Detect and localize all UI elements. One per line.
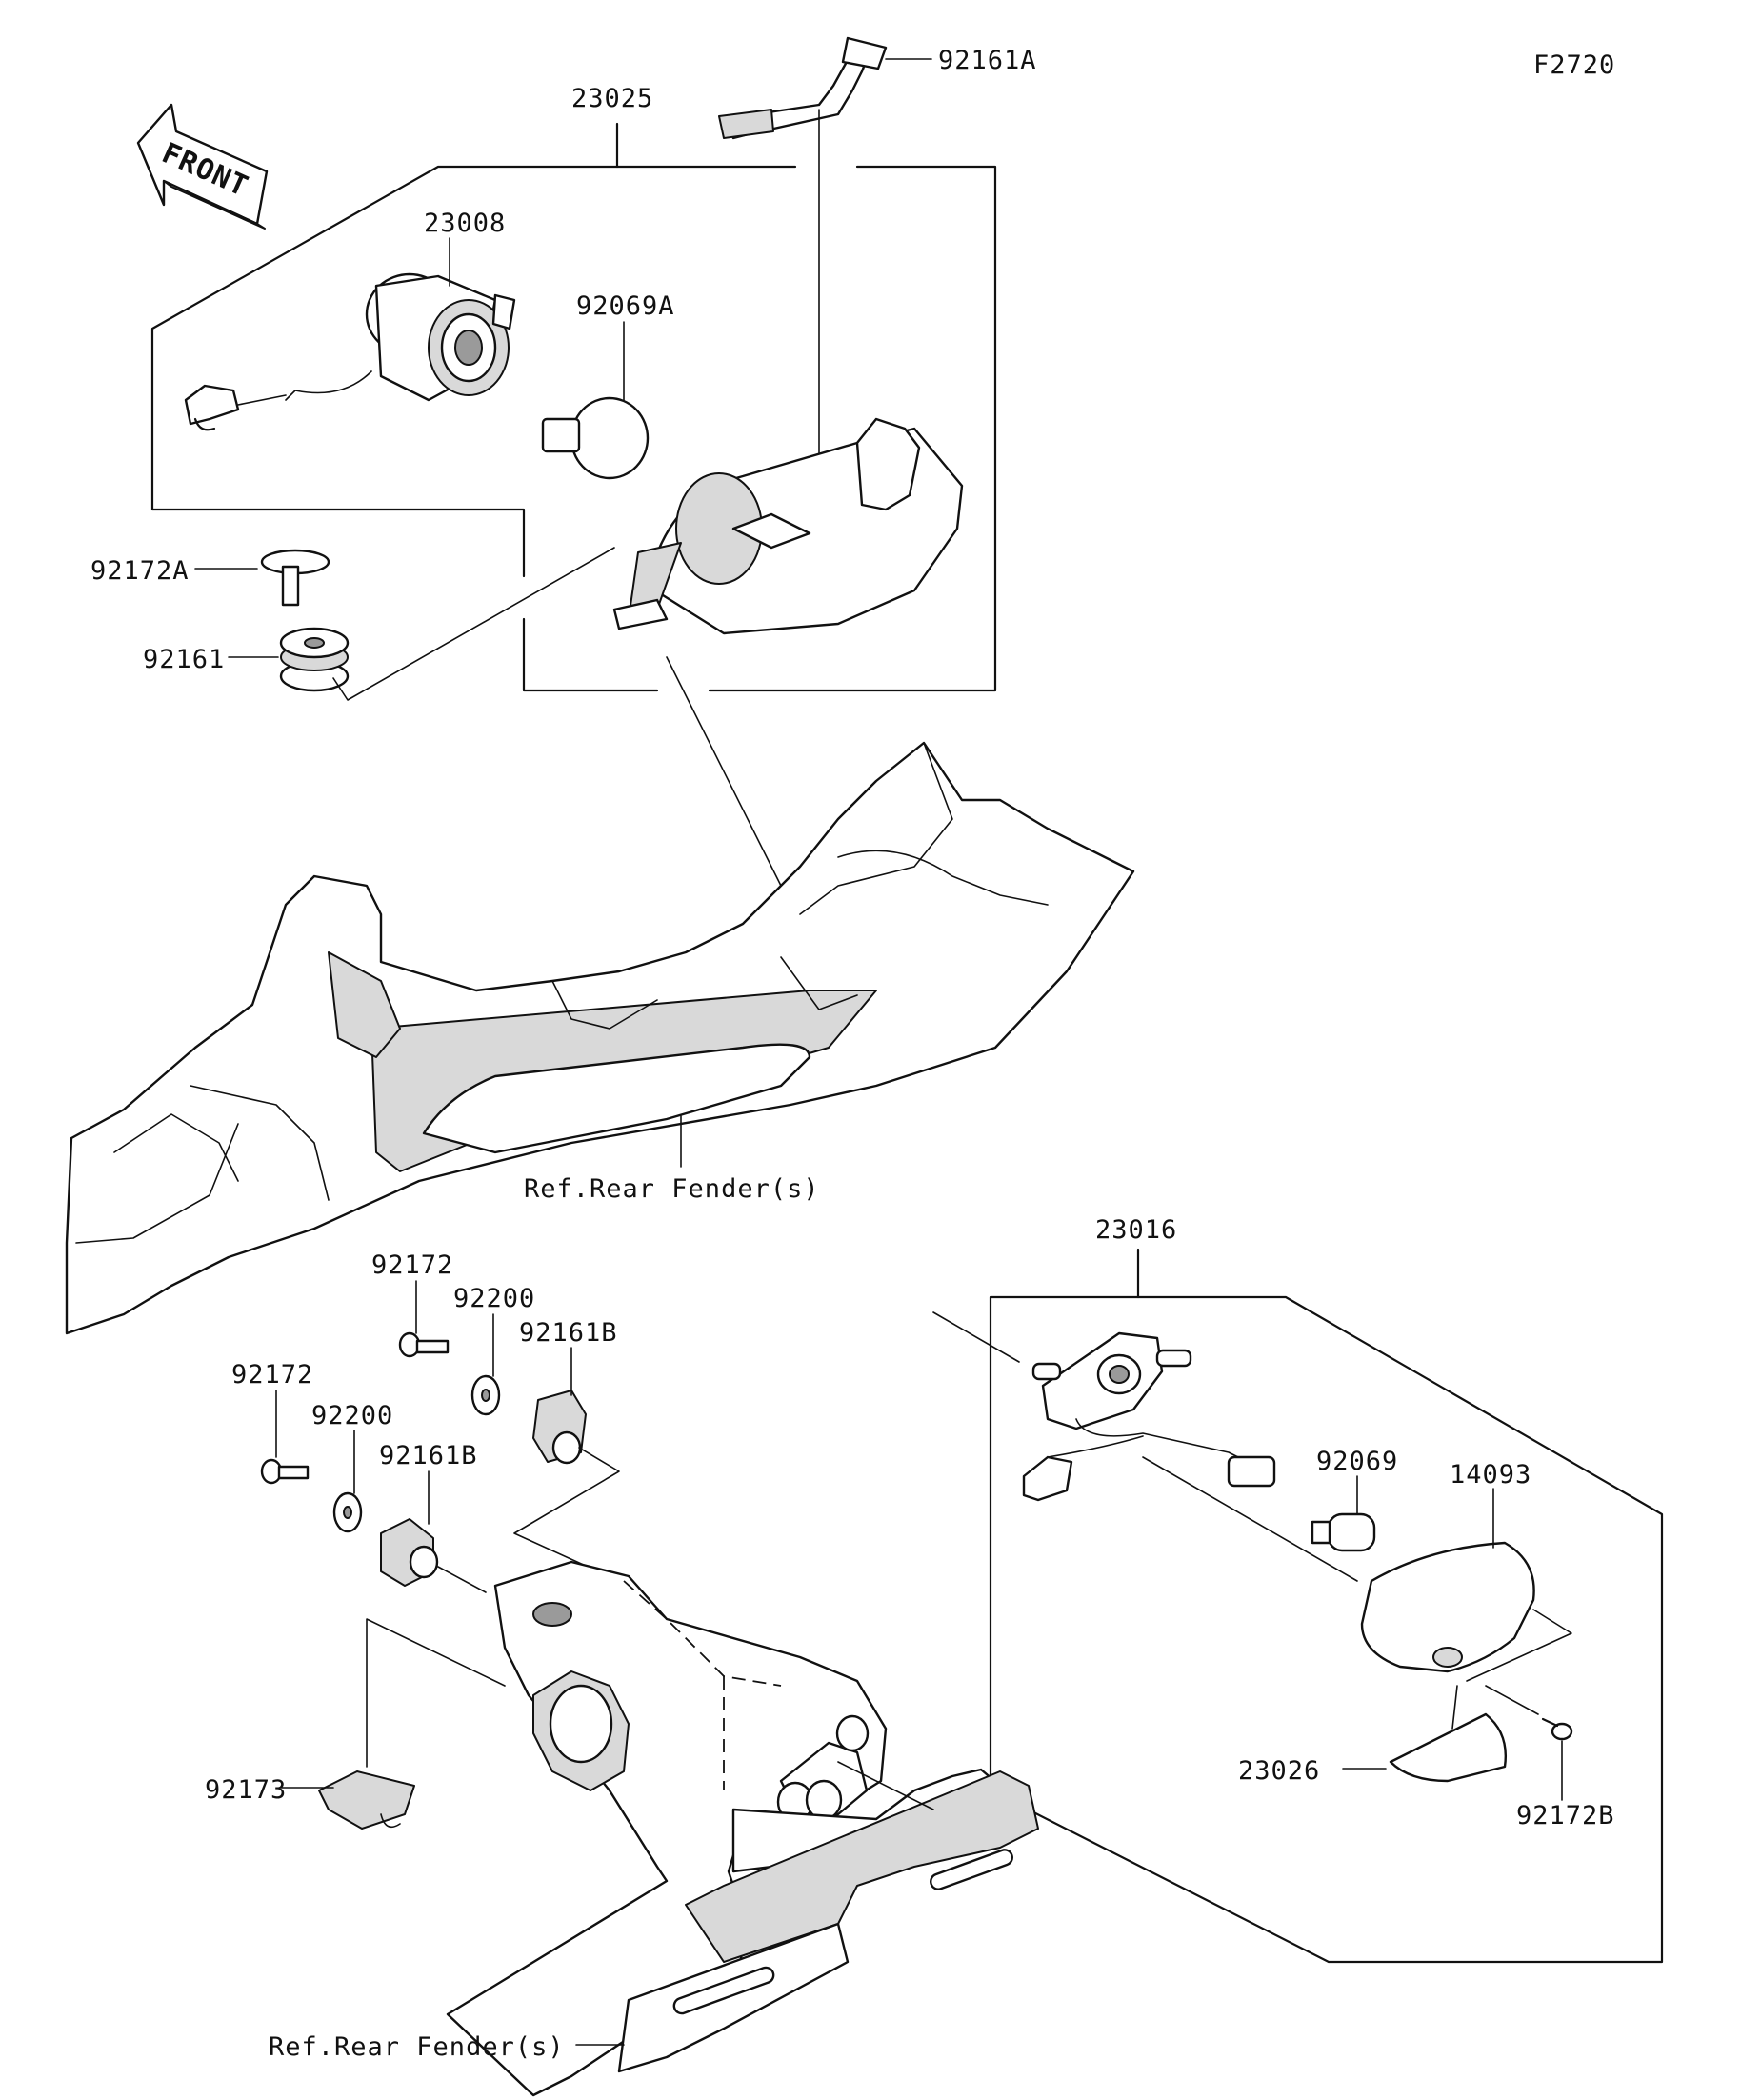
label-23008: 23008	[424, 209, 506, 238]
label-92161B-lower: 92161B	[379, 1441, 478, 1470]
label-ref-rear-fender-lower: Ref.Rear Fender(s)	[269, 2032, 565, 2062]
screw-92172A-icon	[260, 549, 330, 607]
grommet-92161-icon	[279, 627, 350, 692]
license-bracket-icon	[446, 1560, 1039, 2097]
label-23026: 23026	[1238, 1756, 1320, 1786]
label-92200-upper: 92200	[453, 1284, 535, 1313]
socket-23008-icon	[184, 272, 516, 431]
license-lamp-socket-icon	[1022, 1331, 1276, 1502]
label-92172-lower: 92172	[231, 1360, 313, 1390]
reflector-23026-icon	[1389, 1712, 1507, 1783]
strap-92161A-icon	[718, 36, 888, 140]
grommet-92161B-lower-icon	[380, 1518, 439, 1587]
assembly-23025-bracket	[150, 122, 997, 692]
label-ref-rear-fender-upper: Ref.Rear Fender(s)	[524, 1174, 820, 1204]
screw-92172B-icon	[1541, 1717, 1573, 1741]
pad-92173-icon	[318, 1770, 415, 1830]
diagram-code: F2720	[1533, 50, 1615, 80]
tail-lamp-housing-icon	[612, 417, 964, 635]
washer-92200-lower-icon	[332, 1491, 363, 1533]
label-23016: 23016	[1095, 1215, 1177, 1245]
label-92172-upper: 92172	[371, 1250, 453, 1280]
grommet-92161B-upper-icon	[532, 1390, 587, 1465]
bulb-92069A-icon	[541, 396, 650, 480]
screw-92172-lower-icon	[260, 1458, 310, 1485]
bulb-92069-icon	[1311, 1512, 1376, 1552]
label-92161: 92161	[143, 645, 225, 674]
label-92173: 92173	[205, 1775, 287, 1805]
label-23025: 23025	[571, 84, 653, 113]
rear-fender-upper-icon	[65, 741, 1135, 1335]
label-92069A: 92069A	[576, 291, 675, 321]
label-92200-lower: 92200	[311, 1401, 393, 1430]
washer-92200-upper-icon	[470, 1374, 501, 1416]
label-92069: 92069	[1316, 1447, 1398, 1476]
label-92161B-upper: 92161B	[519, 1318, 618, 1348]
lens-cover-14093-icon	[1360, 1541, 1535, 1673]
label-92161A: 92161A	[938, 46, 1037, 75]
label-14093: 14093	[1450, 1460, 1531, 1490]
label-92172B: 92172B	[1516, 1801, 1615, 1830]
label-92172A: 92172A	[90, 556, 190, 586]
screw-92172-upper-icon	[398, 1331, 450, 1358]
front-arrow-icon: FRONT	[136, 103, 269, 230]
